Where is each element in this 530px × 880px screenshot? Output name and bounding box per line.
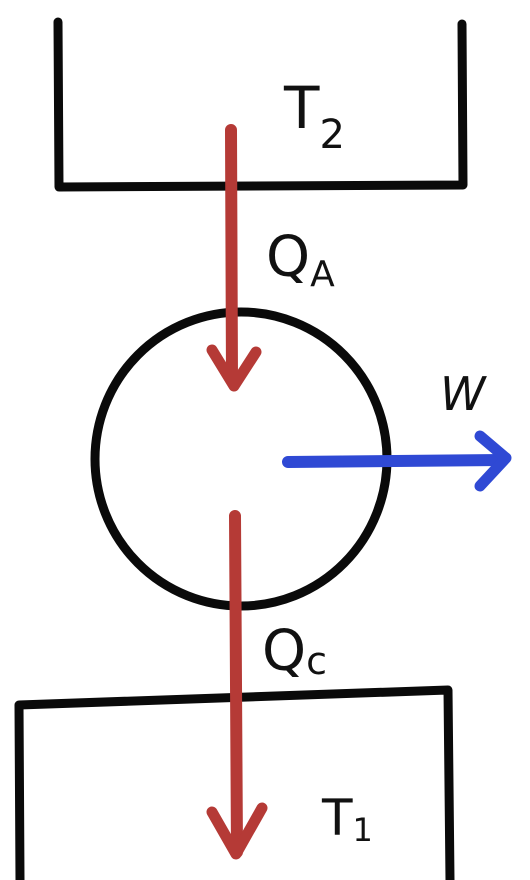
hot-reservoir-box: [53, 17, 468, 192]
heat-out-arrow: [206, 510, 268, 860]
heat-in-symbol: Q: [266, 225, 310, 290]
heat-out-subscript: c: [306, 639, 327, 683]
heat-in-arrow: [206, 124, 262, 392]
heat-out-label: Qc: [262, 619, 327, 684]
cold-reservoir-symbol: T: [321, 789, 353, 847]
hot-reservoir-subscript: 2: [319, 112, 344, 158]
hot-reservoir-label: T2: [283, 74, 345, 158]
cold-reservoir-label: T1: [321, 789, 373, 849]
heat-in-subscript: A: [310, 254, 335, 295]
hot-reservoir-symbol: T: [283, 74, 320, 142]
heat-in-label: QA: [266, 225, 335, 295]
work-arrow: [282, 430, 512, 492]
cold-reservoir-subscript: 1: [353, 811, 373, 849]
work-label: W: [440, 367, 487, 421]
heat-out-symbol: Q: [262, 619, 306, 684]
